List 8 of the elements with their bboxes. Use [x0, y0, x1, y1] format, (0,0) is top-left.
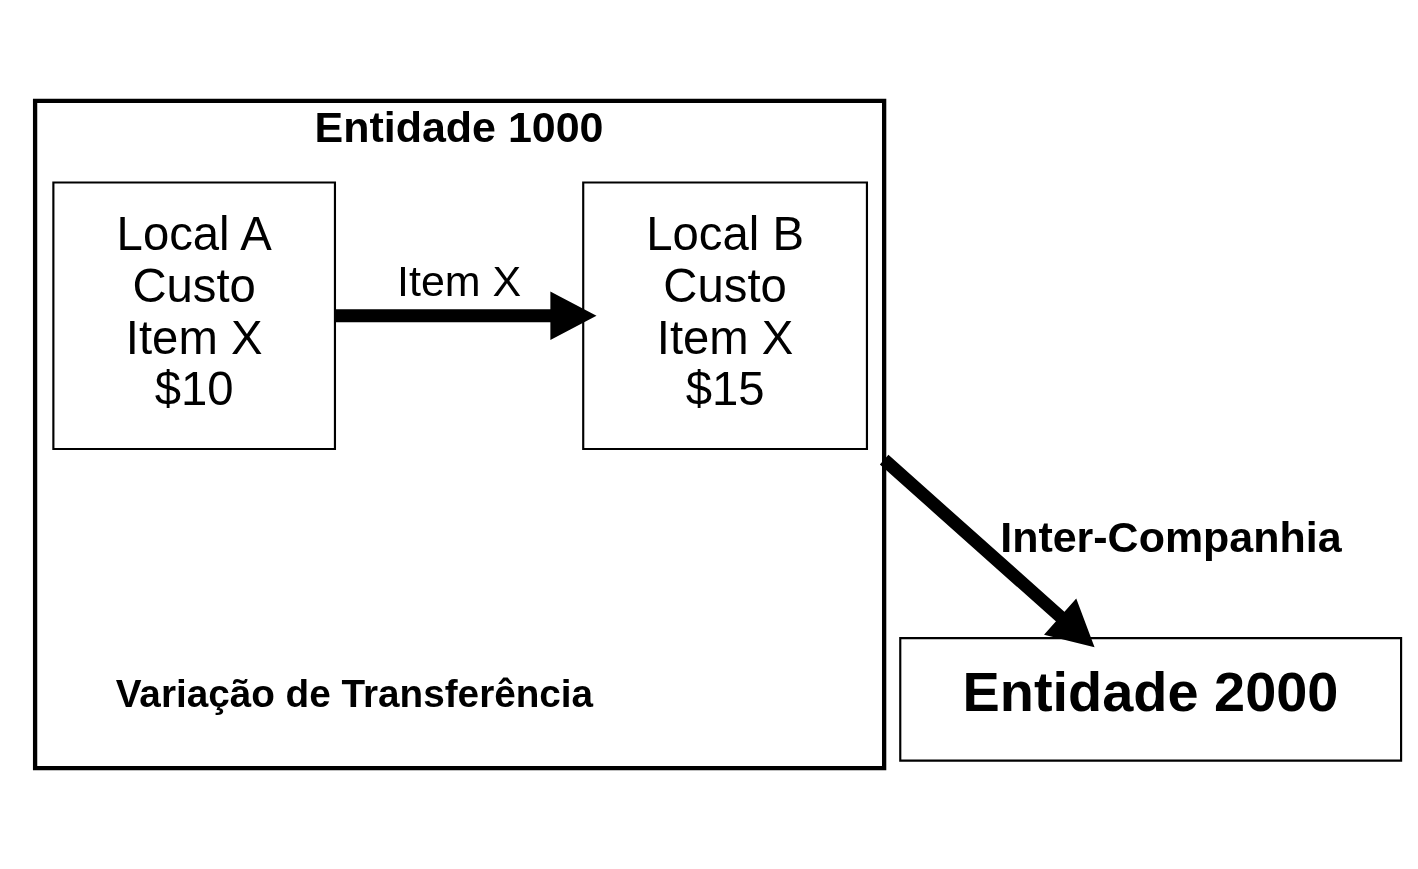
arrow: [334, 291, 596, 340]
arrow: [879, 454, 1095, 648]
label: Variação de Transferência: [115, 671, 593, 715]
edge-label: Item X: [396, 257, 521, 306]
node-box: Local A Custo Item X $10: [51, 181, 336, 451]
node-box: Entidade 2000: [898, 637, 1402, 762]
node-box: Local B Custo Item X $15: [581, 181, 868, 451]
edge-label: Inter-Companhia: [999, 513, 1342, 562]
